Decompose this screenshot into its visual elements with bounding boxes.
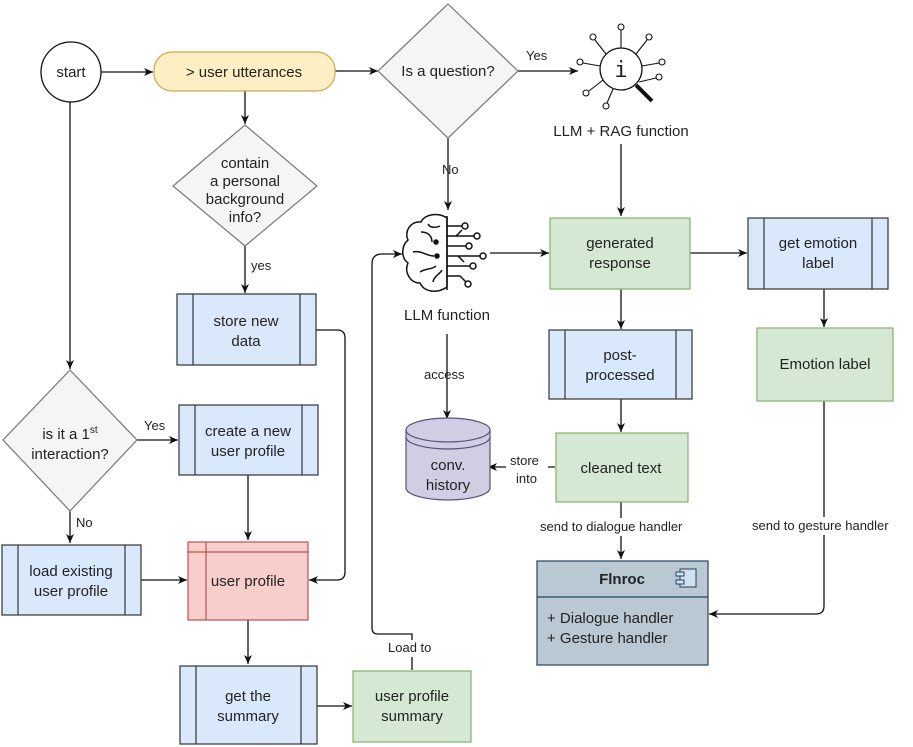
edge-label-load-to: Load to (388, 640, 431, 655)
edge-label-send-gesture: send to gesture handler (752, 518, 889, 533)
personal-info-line4: info? (229, 209, 262, 226)
edge-label-no-question: No (442, 162, 459, 177)
load-profile-line2: user profile (34, 583, 108, 600)
get-summary-line1: get the (225, 688, 271, 705)
conv-history-line1: conv. (431, 457, 466, 474)
post-processed-line2: processed (585, 367, 654, 384)
svg-text:i: i (614, 58, 627, 83)
profile-summary-node: user profile summary (352, 670, 472, 743)
first-interaction-sup: st (90, 425, 98, 436)
flnroc-item-gesture: + Gesture handler (547, 630, 668, 647)
post-processed-node: post- processed (548, 329, 693, 400)
user-profile-label: user profile (211, 573, 285, 590)
user-utterances-label: > user utterances (186, 64, 302, 81)
edges (66, 67, 828, 710)
personal-info-line3: background (206, 191, 284, 208)
edge-label-send-dialogue: send to dialogue handler (540, 519, 683, 534)
start-label: start (56, 64, 86, 81)
user-utterances-node: > user utterances (153, 51, 336, 92)
first-interaction-decision: is it a 1st interaction? (2, 369, 138, 512)
brain-circuit-icon (402, 213, 487, 292)
edge-label-yes-personal: yes (251, 258, 272, 273)
store-new-data-node: store new data (176, 293, 317, 366)
load-profile-node: load existing user profile (1, 544, 142, 616)
generated-response-line2: response (589, 255, 651, 272)
flnroc-component: Flnroc + Dialogue handler + Gesture hand… (536, 560, 709, 666)
conv-history-line2: history (426, 477, 471, 494)
store-new-data-line1: store new (213, 313, 278, 330)
user-profile-node: user profile (187, 541, 309, 621)
get-summary-line2: summary (217, 708, 279, 725)
create-profile-line2: user profile (211, 443, 285, 460)
first-interaction-line1: is it a 1st (42, 425, 98, 443)
get-emotion-label-line1: get emotion (779, 235, 857, 252)
create-profile-line1: create a new (205, 423, 291, 440)
personal-info-decision: contain a personal background info? (172, 124, 318, 247)
store-new-data-line2: data (231, 333, 261, 350)
post-processed-line1: post- (603, 347, 636, 364)
emotion-label-text: Emotion label (780, 356, 871, 373)
personal-info-line2: a personal (210, 173, 280, 190)
get-emotion-label-node: get emotion label (747, 217, 889, 290)
edge-summary-llm (371, 250, 413, 670)
llm-rag-label: LLM + RAG function (553, 123, 688, 140)
generated-response-node: generated response (549, 217, 691, 290)
edge-label-no-first: No (76, 515, 93, 530)
component-icon (675, 568, 697, 588)
cleaned-text-node: cleaned text (555, 432, 689, 503)
flnroc-item-dialogue: + Dialogue handler (547, 610, 673, 627)
personal-info-line1: contain (221, 155, 269, 172)
profile-summary-line1: user profile (375, 688, 449, 705)
first-interaction-text: is it a 1 (42, 426, 90, 443)
get-emotion-label-line2: label (802, 255, 834, 272)
is-question-decision: Is a question? (377, 3, 519, 139)
start-node: start (40, 41, 102, 103)
edge-label-access: access (424, 367, 465, 382)
edge-store-profile (309, 329, 346, 584)
create-profile-node: create a new user profile (178, 404, 319, 476)
profile-summary-line2: summary (381, 708, 443, 725)
edge-label-store: store (510, 453, 539, 468)
first-interaction-line2: interaction? (31, 446, 109, 463)
flnroc-title: Flnroc (599, 571, 645, 588)
generated-response-line1: generated (586, 235, 654, 252)
is-question-label: Is a question? (401, 63, 494, 80)
edge-label-into: into (516, 471, 537, 486)
edge-label-yes-question: Yes (526, 48, 548, 63)
edge-label-yes-first: Yes (144, 418, 166, 433)
info-search-icon: i (576, 23, 666, 110)
edge-emotion-flnroc (709, 401, 825, 618)
get-summary-node: get the summary (179, 665, 318, 745)
load-profile-line1: load existing (29, 563, 112, 580)
llm-function-label: LLM function (404, 307, 490, 324)
conv-history-database: conv. history (405, 417, 491, 501)
cleaned-text-label: cleaned text (581, 460, 663, 477)
edge-labels: Yes No yes access Yes No store into send… (76, 48, 913, 657)
emotion-label-node: Emotion label (756, 327, 894, 402)
